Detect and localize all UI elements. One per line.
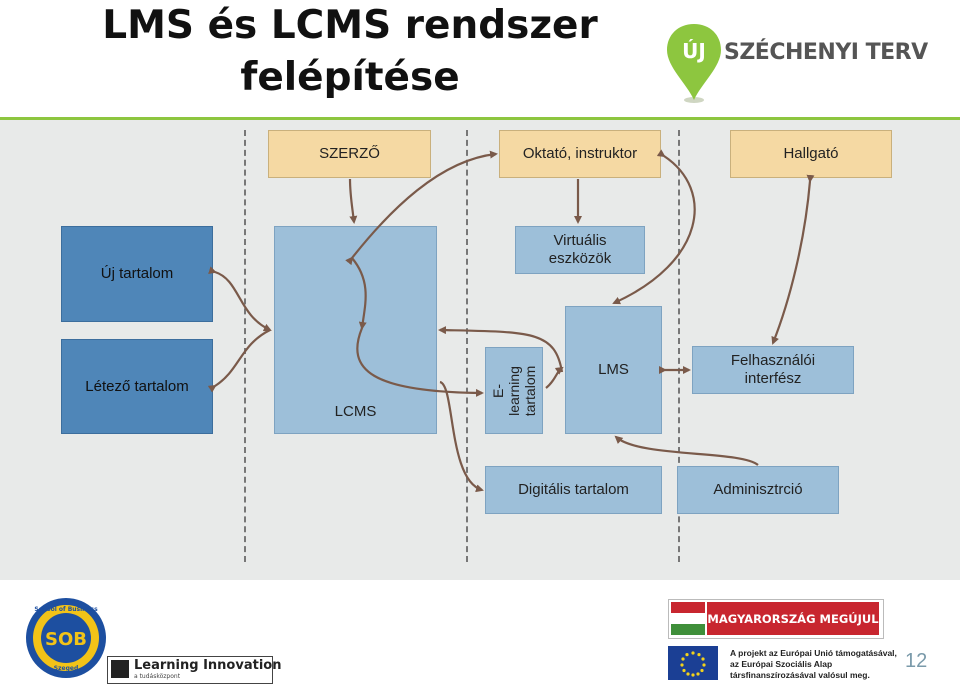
sob-text: SOB bbox=[45, 629, 87, 650]
box-uj-tartalom: Új tartalom bbox=[61, 226, 213, 322]
eu-flag-icon bbox=[668, 646, 718, 680]
page-number: 12 bbox=[905, 650, 928, 672]
flag-red-stripe bbox=[671, 602, 705, 613]
box-digitalis-tartalom: Digitális tartalom bbox=[485, 466, 662, 514]
szechenyi-pin-icon: ÚJ bbox=[667, 24, 721, 103]
arrow-szerzo-lcms bbox=[348, 178, 358, 224]
szechenyi-logo-text: SZÉCHENYI TERV bbox=[724, 40, 928, 65]
eu-line-2: az Európai Szociális Alap bbox=[730, 659, 833, 669]
learning-innovation-text: Learning Innovation bbox=[134, 658, 282, 673]
box-felhasznaloi-interfesz: Felhasználói interfész bbox=[692, 346, 854, 394]
swimlane-divider-3 bbox=[678, 130, 680, 562]
szechenyi-badge-text: ÚJ bbox=[682, 39, 706, 63]
learning-innovation-icon bbox=[111, 660, 129, 678]
box-adminisztracio: Adminisztrció bbox=[677, 466, 839, 514]
eu-line-3: társfinanszírozásával valósul meg. bbox=[730, 670, 870, 680]
sob-logo: SOB School of Business Szeged bbox=[26, 598, 106, 678]
arrow-lms-lcms bbox=[438, 326, 564, 373]
swimlane-divider-2 bbox=[466, 130, 468, 562]
tudaskozpont-text: a tudásközpont bbox=[134, 673, 181, 680]
eu-line-1: A projekt az Európai Unió támogatásával, bbox=[730, 648, 897, 658]
magyarorszag-text: MAGYARORSZÁG MEGÚJUL bbox=[707, 602, 879, 635]
title-line-2: felépítése bbox=[240, 55, 460, 100]
learning-innovation-logo: Learning Innovation a tudásközpont bbox=[107, 656, 281, 684]
eu-funding-text: A projekt az Európai Unió támogatásával,… bbox=[730, 648, 897, 681]
arrow-elearning-lms bbox=[545, 366, 564, 389]
title-line-1: LMS és LCMS rendszer bbox=[102, 3, 598, 48]
sob-ring-bottom: Szeged bbox=[54, 665, 79, 672]
arrow-hallgato-felhasznaloi bbox=[771, 174, 815, 345]
arrow-lcms-internal bbox=[351, 257, 367, 330]
arrow-letezo-lcms bbox=[207, 329, 271, 393]
arrow-oktato-lms bbox=[612, 149, 696, 305]
arrow-admin-lms bbox=[614, 435, 759, 466]
arrow-uj-lcms bbox=[208, 266, 272, 332]
arrow-lcms-elearning bbox=[356, 327, 484, 397]
page-title: LMS és LCMS rendszer felépítése bbox=[70, 0, 630, 104]
sob-ring-top: School of Business bbox=[34, 606, 98, 613]
box-lms: LMS bbox=[565, 306, 662, 434]
magyarorszag-banner: MAGYARORSZÁG MEGÚJUL bbox=[668, 599, 884, 639]
arrow-lcms-digitalis bbox=[439, 380, 484, 493]
header-divider bbox=[0, 117, 960, 120]
swimlane-divider-1 bbox=[244, 130, 246, 562]
flag-green-stripe bbox=[671, 624, 705, 635]
flag-white-stripe bbox=[671, 613, 705, 624]
arrow-lcms-oktato bbox=[345, 150, 498, 266]
box-elearning: E-learning tartalom bbox=[485, 347, 543, 434]
box-letezo-tartalom: Létező tartalom bbox=[61, 339, 213, 434]
